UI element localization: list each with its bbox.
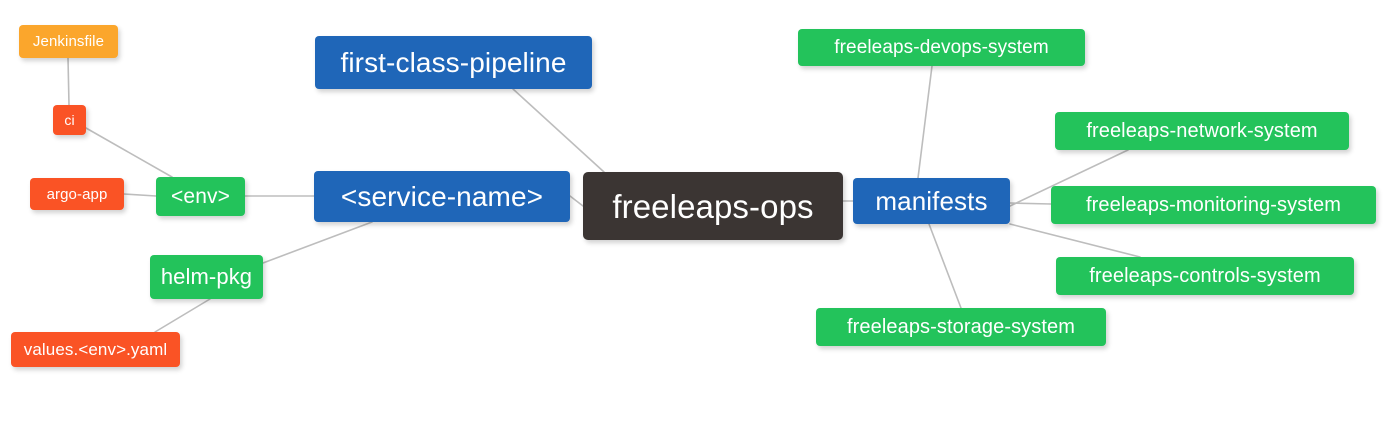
edge-manifests-to-freeleaps-controls-system bbox=[1009, 223, 1141, 258]
node-service-name[interactable]: <service-name> bbox=[314, 171, 570, 222]
edge-manifests-to-freeleaps-storage-system bbox=[928, 223, 962, 309]
edge-manifests-to-freeleaps-devops-system bbox=[917, 65, 933, 179]
node-first-class-pipeline[interactable]: first-class-pipeline bbox=[315, 36, 592, 89]
node-helm-pkg[interactable]: helm-pkg bbox=[150, 255, 263, 299]
node-freeleaps-network-system[interactable]: freeleaps-network-system bbox=[1055, 112, 1349, 150]
node-jenkinsfile[interactable]: Jenkinsfile bbox=[19, 25, 118, 58]
edge-service-name-to-freeleaps-ops bbox=[569, 195, 584, 207]
node-manifests[interactable]: manifests bbox=[853, 178, 1010, 224]
node-freeleaps-devops-system[interactable]: freeleaps-devops-system bbox=[798, 29, 1085, 66]
node-freeleaps-controls-system[interactable]: freeleaps-controls-system bbox=[1056, 257, 1354, 295]
node-argo-app[interactable]: argo-app bbox=[30, 178, 124, 210]
edge-values-env-yaml-to-helm-pkg bbox=[154, 298, 211, 333]
edge-helm-pkg-to-service-name bbox=[262, 221, 373, 264]
node-freeleaps-ops[interactable]: freeleaps-ops bbox=[583, 172, 843, 240]
edge-manifests-to-freeleaps-monitoring-system bbox=[1009, 202, 1052, 205]
node-freeleaps-monitoring-system[interactable]: freeleaps-monitoring-system bbox=[1051, 186, 1376, 224]
edge-ci-to-env bbox=[85, 127, 173, 178]
node-ci[interactable]: ci bbox=[53, 105, 86, 135]
edge-argo-app-to-env bbox=[123, 193, 157, 197]
node-env[interactable]: <env> bbox=[156, 177, 245, 216]
node-values-env-yaml[interactable]: values.<env>.yaml bbox=[11, 332, 180, 367]
node-freeleaps-storage-system[interactable]: freeleaps-storage-system bbox=[816, 308, 1106, 346]
edge-first-class-pipeline-to-freeleaps-ops bbox=[512, 88, 605, 173]
edge-jenkinsfile-to-ci bbox=[67, 57, 70, 106]
